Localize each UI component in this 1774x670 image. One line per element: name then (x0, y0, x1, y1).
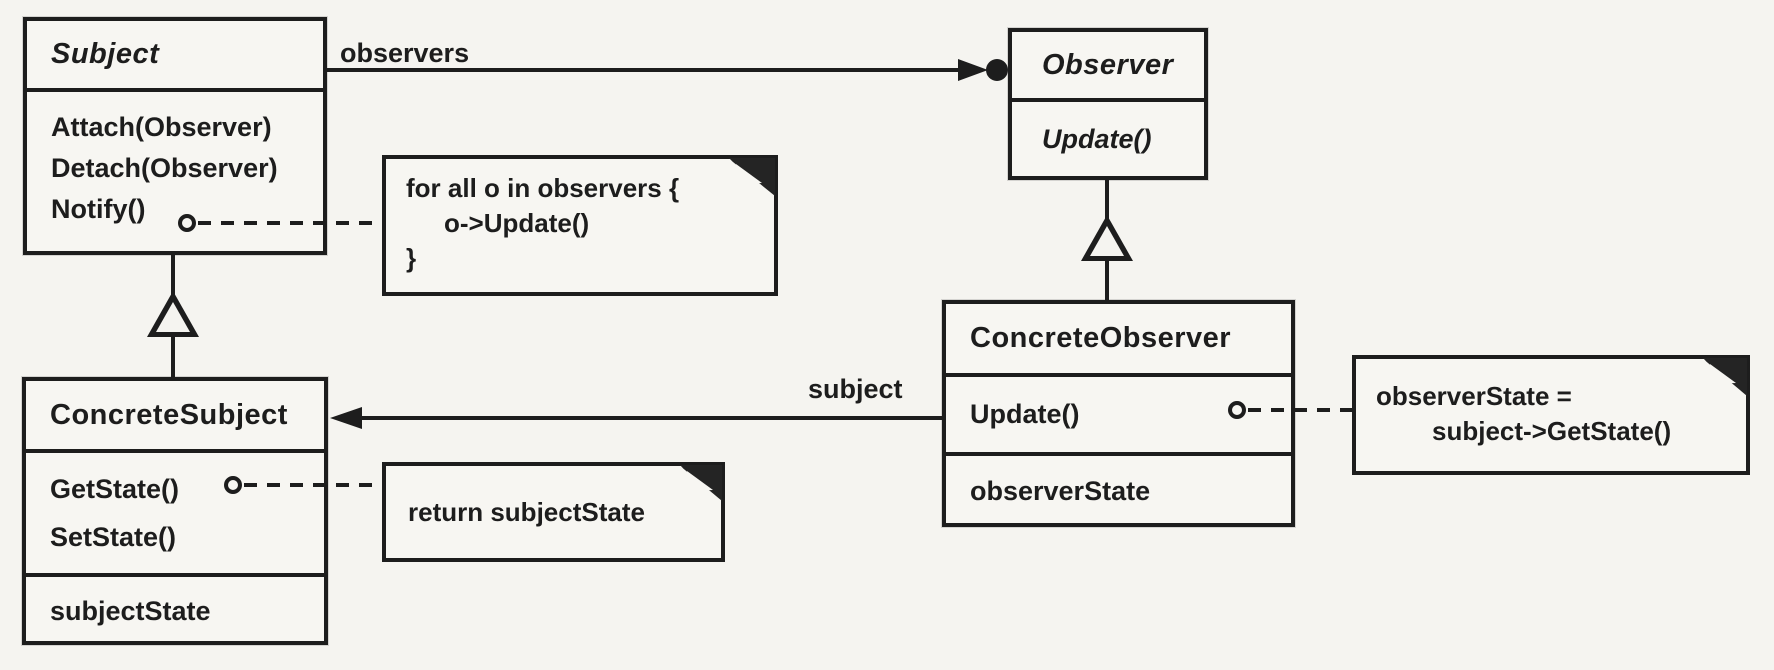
attributes-concrete-subject: subjectState (26, 573, 324, 645)
note-notify-line2: o->Update() (444, 208, 590, 238)
attributes-concrete-observer: observerState (946, 452, 1291, 527)
method-notify: Notify() (51, 194, 146, 224)
inheritance-line-subject-upper (171, 255, 175, 295)
method-update-abstract: Update() (1042, 123, 1152, 154)
methods-concrete-subject: GetState() SetState() (26, 453, 324, 573)
method-setstate: SetState() (50, 522, 177, 552)
update-note-anchor-icon (1228, 401, 1246, 419)
dogear-icon (729, 158, 775, 196)
note-getstate-line1: return subjectState (408, 496, 645, 527)
association-label-observers: observers (340, 38, 470, 68)
observers-arrowhead-icon (958, 59, 988, 81)
observers-multiplicity-ball-icon (986, 59, 1008, 81)
class-name-concrete-subject: ConcreteSubject (26, 381, 324, 453)
attribute-subject-state: subjectState (50, 595, 211, 626)
dogear-icon (680, 465, 722, 501)
notify-note-anchor-icon (178, 214, 196, 232)
note-update-line2: subject->GetState() (1432, 416, 1672, 446)
methods-subject: Attach(Observer) Detach(Observer) Notify… (27, 92, 323, 230)
subject-association-line (356, 416, 942, 420)
update-note-dashed-line (1248, 408, 1352, 412)
inheritance-line-subject-lower (171, 336, 175, 377)
notify-note-dashed-line (198, 221, 382, 225)
class-name-observer: Observer (1012, 32, 1204, 102)
inheritance-triangle-subject-icon (147, 291, 199, 337)
method-detach: Detach(Observer) (51, 153, 278, 183)
note-update-body: observerState = subject->GetState() (1352, 355, 1750, 475)
method-update-concrete: Update() (970, 399, 1080, 429)
class-box-subject: Subject Attach(Observer) Detach(Observer… (23, 17, 327, 255)
class-box-observer: Observer Update() (1008, 28, 1208, 180)
getstate-note-anchor-icon (224, 476, 242, 494)
note-getstate-body: return subjectState (382, 462, 725, 562)
method-attach: Attach(Observer) (51, 112, 272, 142)
dogear-icon (1703, 358, 1747, 396)
subject-arrowhead-icon (330, 407, 362, 429)
getstate-note-dashed-line (244, 483, 382, 487)
note-update-line1: observerState = (1376, 381, 1572, 411)
methods-observer: Update() (1012, 102, 1204, 176)
class-box-concrete-subject: ConcreteSubject GetState() SetState() su… (22, 377, 328, 645)
inheritance-triangle-observer-icon (1081, 215, 1133, 261)
class-name-concrete-observer: ConcreteObserver (946, 304, 1291, 377)
note-notify-line3: } (406, 243, 417, 273)
note-notify-line1: for all o in observers { (406, 173, 680, 203)
class-name-subject: Subject (27, 21, 323, 92)
methods-concrete-observer: Update() (946, 377, 1291, 452)
note-notify-body: for all o in observers { o->Update() } (382, 155, 778, 296)
observers-association-line (327, 68, 965, 72)
association-label-subject: subject (808, 374, 903, 404)
inheritance-line-observer-lower (1105, 260, 1109, 300)
inheritance-line-observer-upper (1105, 180, 1109, 219)
attribute-observer-state: observerState (970, 476, 1151, 506)
method-getstate: GetState() (50, 474, 180, 504)
